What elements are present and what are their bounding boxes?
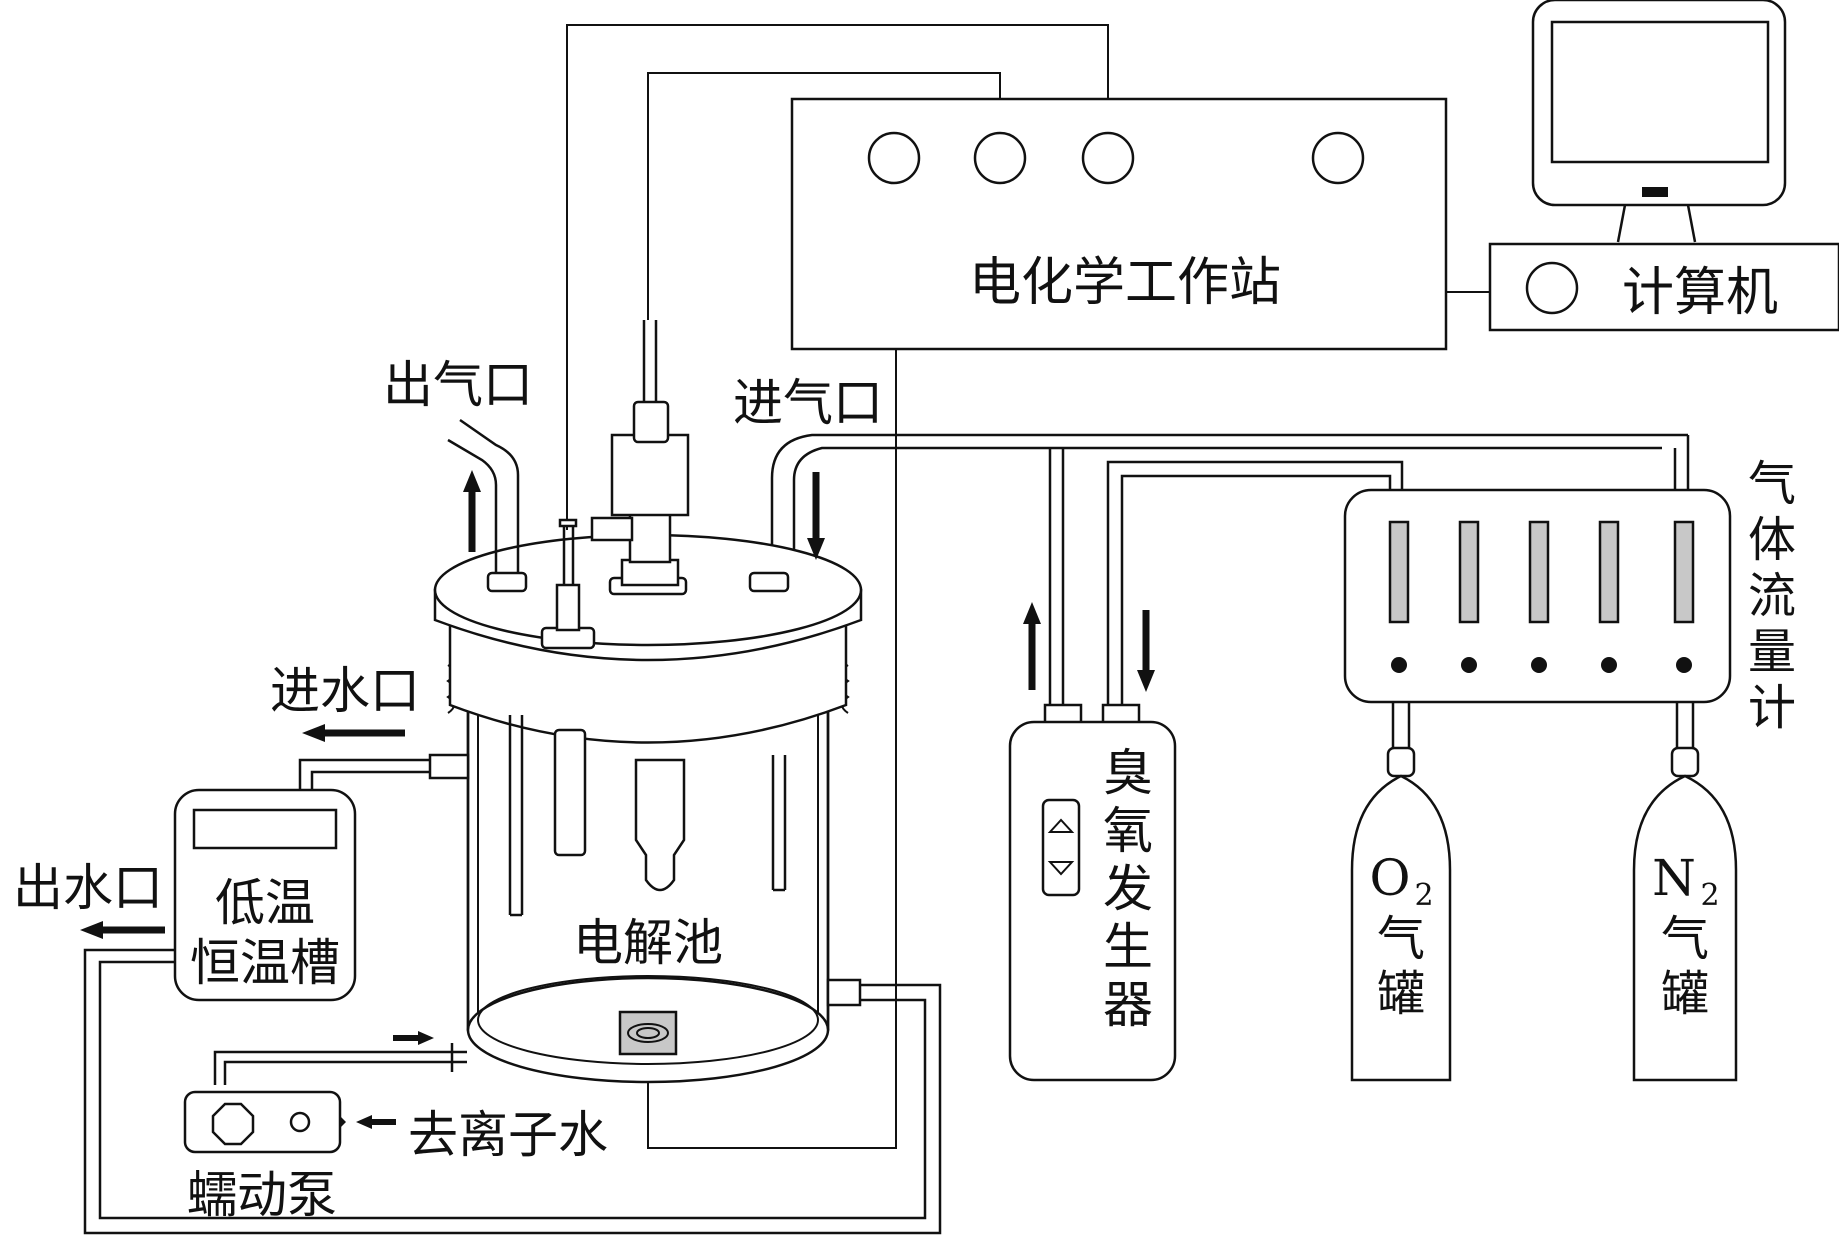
o2-tank-char-2: 罐 bbox=[1377, 966, 1425, 1022]
ozone-generator: 臭 氧 发 生 器 bbox=[1008, 703, 1177, 1082]
thermostat-label-line2: 恒温槽 bbox=[190, 934, 340, 992]
electrochemical-workstation: 电化学工作站 bbox=[790, 97, 1448, 351]
flowmeter-label-char-3: 流 bbox=[1748, 568, 1796, 624]
arrow-ozone-in bbox=[1137, 610, 1155, 692]
low-temperature-thermostat: 低温 恒温槽 bbox=[173, 788, 357, 1002]
n2-formula: N bbox=[1652, 849, 1696, 907]
n2-tank-char-2: 罐 bbox=[1661, 966, 1709, 1022]
o2-cylinder: O 2 气 罐 bbox=[1350, 702, 1452, 1082]
pump-label: 蠕动泵 bbox=[187, 1166, 337, 1224]
computer-label: 计算机 bbox=[1622, 263, 1778, 323]
o2-tank-char-1: 气 bbox=[1377, 911, 1425, 967]
gas-inlet-label: 进气口 bbox=[733, 374, 883, 432]
arrow-ozone-out bbox=[1023, 602, 1041, 690]
ozone-label-char-4: 生 bbox=[1103, 918, 1153, 976]
o2-subscript: 2 bbox=[1414, 878, 1433, 913]
workstation-label: 电化学工作站 bbox=[969, 253, 1281, 313]
arrow-pump-to-cell bbox=[393, 1031, 434, 1045]
workstation-port-2 bbox=[973, 131, 1027, 185]
peristaltic-pump: 蠕动泵 bbox=[183, 1090, 346, 1224]
ozone-label-char-1: 臭 bbox=[1103, 744, 1153, 802]
flowmeter-label-char-1: 气 bbox=[1748, 456, 1796, 512]
arrow-gas-out bbox=[463, 470, 481, 552]
arrow-water-out bbox=[80, 921, 165, 939]
workstation-port-3 bbox=[1081, 131, 1135, 185]
arrow-gas-in bbox=[807, 472, 825, 560]
o2-formula: O bbox=[1370, 849, 1411, 907]
cell-label: 电解池 bbox=[573, 914, 723, 972]
flowmeter-label-char-2: 体 bbox=[1748, 512, 1796, 568]
workstation-port-4 bbox=[1311, 131, 1365, 185]
electrolytic-cell: 电解池 bbox=[428, 320, 863, 1084]
ozone-label-char-5: 器 bbox=[1103, 976, 1153, 1034]
computer-port bbox=[1525, 261, 1579, 315]
ozone-label-char-2: 氧 bbox=[1103, 802, 1153, 860]
n2-tank-char-1: 气 bbox=[1661, 911, 1709, 967]
thermostat-label-line1: 低温 bbox=[215, 874, 315, 932]
arrow-water-in bbox=[302, 724, 405, 742]
ozone-label-char-3: 发 bbox=[1103, 860, 1153, 918]
gas-lines bbox=[770, 433, 1690, 705]
flowmeter-tubes bbox=[1388, 520, 1695, 624]
deionized-water-label: 去离子水 bbox=[408, 1106, 608, 1164]
water-circuit bbox=[83, 758, 942, 1235]
gas-outlet-label: 出气口 bbox=[383, 356, 533, 414]
water-outlet-label: 出水口 bbox=[13, 859, 163, 917]
workstation-port-1 bbox=[867, 131, 921, 185]
flowmeter-label-char-5: 计 bbox=[1748, 680, 1796, 736]
gas-flowmeter: 气 体 流 量 计 bbox=[1343, 456, 1796, 736]
n2-subscript: 2 bbox=[1700, 878, 1719, 913]
port-labels: 出气口 进气口 进水口 出水口 去离子水 bbox=[13, 356, 883, 1164]
n2-cylinder: N 2 气 罐 bbox=[1632, 702, 1738, 1082]
flow-arrows bbox=[80, 470, 1155, 1129]
water-inlet-label: 进水口 bbox=[270, 662, 420, 720]
flowmeter-label-char-4: 量 bbox=[1748, 624, 1796, 680]
arrow-deionized-water bbox=[356, 1115, 396, 1129]
computer: 计算机 bbox=[1488, 0, 1839, 332]
